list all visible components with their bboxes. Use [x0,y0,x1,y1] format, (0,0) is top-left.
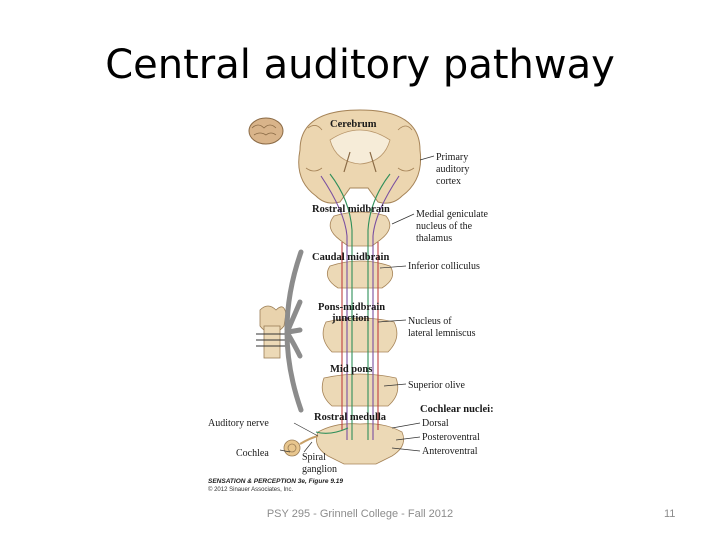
label-inferior-colliculus: Inferior colliculus [408,261,480,272]
label-cochlea: Cochlea [236,448,269,459]
label-spiral-ganglion-2: ganglion [302,464,337,475]
rostral-medulla-section [315,423,405,465]
label-rostral-medulla: Rostral medulla [314,412,387,423]
label-nll-2: lateral lemniscus [408,328,476,339]
brain-thumbnail-icon [248,117,284,145]
label-mid-pons: Mid pons [330,364,372,375]
label-junction: junction [331,313,370,324]
label-caudal-midbrain: Caudal midbrain [312,252,389,263]
caudal-midbrain-section [326,260,394,289]
label-mgn-1: Medial geniculate [416,209,488,220]
rostral-midbrain-section [329,211,391,247]
label-primary-auditory-cortex-2: auditory [436,164,469,175]
label-rostral-midbrain: Rostral midbrain [312,204,390,215]
label-superior-olive: Superior olive [408,380,465,391]
label-pons-midbrain: Pons-midbrain [318,302,385,313]
label-primary-auditory-cortex-3: cortex [436,176,461,187]
cerebrum-section [298,109,422,204]
label-cochlear-nuclei: Cochlear nuclei: [420,404,494,415]
figure-credit-copyright: © 2012 Sinauer Associates, Inc. [208,486,293,493]
auditory-pathway-lines [315,173,400,440]
label-posteroventral: Posteroventral [422,432,480,443]
slide-footer: PSY 295 - Grinnell College - Fall 2012 [266,508,454,520]
slide-page-number: 11 [664,508,676,520]
leader-lines [279,155,435,453]
label-spiral-ganglion-1: Spiral [302,452,326,463]
cochlea-icon [283,435,319,457]
brainstem-thumbnail-icon [256,305,288,359]
label-mgn-3: thalamus [416,233,452,244]
slide-title: Central auditory pathway [105,42,615,88]
section-bracket-arrows [284,249,304,413]
label-mgn-2: nucleus of the [416,221,473,232]
mid-pons-section [321,373,399,407]
label-cerebrum: Cerebrum [330,119,377,130]
figure-credit-title: SENSATION & PERCEPTION 3e, Figure 9.19 [208,478,343,485]
label-dorsal: Dorsal [422,418,449,429]
label-anteroventral: Anteroventral [422,446,478,457]
label-auditory-nerve: Auditory nerve [208,418,269,429]
label-primary-auditory-cortex-1: Primary [436,152,468,163]
label-nll-1: Nucleus of [408,316,452,327]
